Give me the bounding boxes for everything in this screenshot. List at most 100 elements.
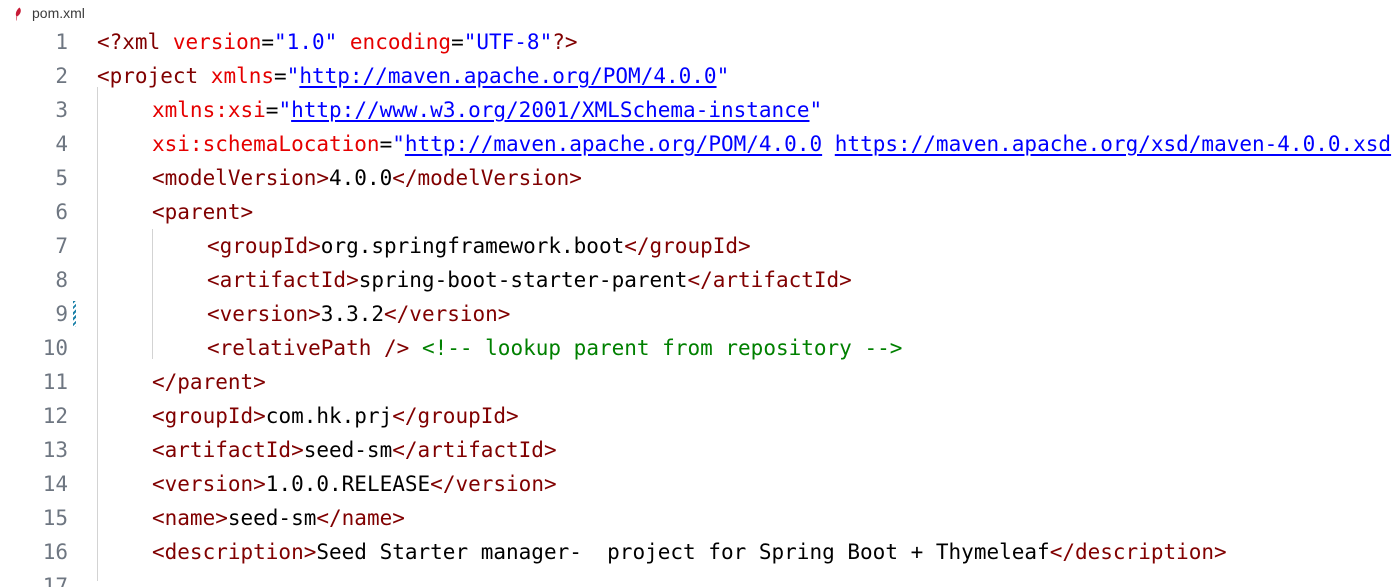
- url-link[interactable]: http://maven.apache.org/POM/4.0.0: [299, 64, 717, 88]
- line-number: 12: [42, 404, 68, 428]
- line-code: <modelVersion>4.0.0</modelVersion>: [97, 161, 582, 195]
- code-line[interactable]: 13 <artifactId>seed-sm</artifactId>: [0, 433, 1400, 467]
- line-code: xmlns:xsi="http://www.w3.org/2001/XMLSch…: [97, 93, 822, 127]
- code-line[interactable]: 3 xmlns:xsi="http://www.w3.org/2001/XMLSc…: [0, 93, 1400, 127]
- xml-attribute: encoding: [349, 30, 452, 54]
- text-content: com.hk.prj: [265, 404, 393, 428]
- xml-tag: <parent>: [152, 200, 254, 224]
- line-number: 3: [55, 98, 68, 122]
- text-content: [409, 336, 422, 360]
- xml-tag: <modelVersion>: [152, 166, 330, 190]
- xml-attribute: xmlns:xsi: [152, 98, 266, 122]
- line-number: 1: [55, 30, 68, 54]
- xml-tag: <version>: [207, 302, 321, 326]
- text-content: [337, 30, 350, 54]
- line-code: <project xmlns="http://maven.apache.org/…: [97, 59, 729, 93]
- text-content: 3.3.2: [320, 302, 385, 326]
- xml-tag: </parent>: [152, 370, 266, 394]
- xml-tag: <description>: [152, 540, 317, 564]
- xml-tag: <version>: [152, 472, 266, 496]
- attribute-value: "UTF-8": [463, 30, 553, 54]
- attribute-value: ": [392, 132, 405, 156]
- xml-tag: </description>: [1049, 540, 1227, 564]
- line-code: <artifactId>seed-sm</artifactId>: [97, 433, 557, 467]
- code-line[interactable]: 5 <modelVersion>4.0.0</modelVersion>: [0, 161, 1400, 195]
- code-line[interactable]: 4 xsi:schemaLocation="http://maven.apache…: [0, 127, 1400, 161]
- url-link[interactable]: http://www.w3.org/2001/XMLSchema-instanc…: [291, 98, 810, 122]
- line-code: <description>Seed Starter manager- proje…: [97, 535, 1227, 569]
- attribute-value: "1.0": [274, 30, 338, 54]
- xml-tag: </version>: [384, 302, 511, 326]
- xml-tag: </artifactId>: [687, 268, 852, 292]
- code-line[interactable]: 2<project xmlns="http://maven.apache.org…: [0, 59, 1400, 93]
- indent-guide: [152, 229, 153, 359]
- attribute-value: ": [716, 64, 730, 88]
- line-code: <name>seed-sm</name>: [97, 501, 405, 535]
- code-line[interactable]: 7 <groupId>org.springframework.boot</grou…: [0, 229, 1400, 263]
- xml-attribute: version: [172, 30, 262, 54]
- code-line[interactable]: 6 <parent>: [0, 195, 1400, 229]
- code-line[interactable]: 14<version>1.0.0.RELEASE</version>: [0, 467, 1400, 501]
- code-editor[interactable]: 1<?xml version="1.0" encoding="UTF-8"?>2…: [0, 25, 1400, 587]
- line-number: 16: [42, 540, 68, 564]
- line-code: <version>1.0.0.RELEASE</version>: [97, 467, 557, 501]
- attribute-value: ": [278, 98, 292, 122]
- xml-tag: <project: [97, 64, 211, 88]
- code-line[interactable]: 8 <artifactId>spring-boot-starter-parent<…: [0, 263, 1400, 297]
- code-line[interactable]: 15 <name>seed-sm</name>: [0, 501, 1400, 535]
- xml-tag: </groupId>: [624, 234, 751, 258]
- line-code: <parent>: [97, 195, 253, 229]
- line-number: 6: [55, 200, 68, 224]
- text-content: =: [265, 98, 279, 122]
- line-code: <version>3.3.2</version>: [97, 297, 510, 331]
- code-line[interactable]: 1<?xml version="1.0" encoding="UTF-8"?>: [0, 25, 1400, 59]
- xml-tag: </version>: [430, 472, 557, 496]
- xml-tag: <artifactId>: [207, 268, 359, 292]
- line-number: 2: [55, 64, 68, 88]
- url-link[interactable]: https://maven.apache.org/xsd/maven-4.0.0…: [834, 132, 1392, 156]
- code-line[interactable]: 17: [0, 569, 1400, 587]
- code-line[interactable]: 16 <description>Seed Starter manager- pro…: [0, 535, 1400, 569]
- code-line[interactable]: 11</parent>: [0, 365, 1400, 399]
- line-code: <groupId>com.hk.prj</groupId>: [97, 399, 519, 433]
- text-content: spring-boot-starter-parent: [358, 268, 688, 292]
- line-number: 17: [42, 574, 68, 587]
- line-number: 8: [55, 268, 68, 292]
- xml-attribute: xmlns: [210, 64, 275, 88]
- line-code: xsi:schemaLocation="http://maven.apache.…: [97, 127, 1391, 161]
- xml-tag: <groupId>: [207, 234, 321, 258]
- text-content: seed-sm: [227, 506, 317, 530]
- xml-tag: ?>: [552, 30, 578, 54]
- text-content: seed-sm: [303, 438, 393, 462]
- line-number: 13: [42, 438, 68, 462]
- xml-tag: </modelVersion>: [392, 166, 582, 190]
- text-content: =: [379, 132, 393, 156]
- line-number: 7: [55, 234, 68, 258]
- line-number: 9: [55, 302, 68, 326]
- code-line[interactable]: 9 <version>3.3.2</version>: [0, 297, 1400, 331]
- line-number: 15: [42, 506, 68, 530]
- line-number: 5: [55, 166, 68, 190]
- xml-comment: <!-- lookup parent from repository -->: [421, 336, 903, 360]
- xml-attribute: xsi:schemaLocation: [152, 132, 380, 156]
- code-line[interactable]: 10 <relativePath /> <!-- lookup parent fr…: [0, 331, 1400, 365]
- text-content: =: [261, 30, 275, 54]
- line-code: </parent>: [97, 365, 266, 399]
- line-code: <groupId>org.springframework.boot</group…: [97, 229, 751, 263]
- text-content: 1.0.0.RELEASE: [265, 472, 431, 496]
- indent-guide: [97, 87, 98, 581]
- xml-tag: </groupId>: [392, 404, 519, 428]
- text-content: org.springframework.boot: [320, 234, 625, 258]
- text-content: =: [274, 64, 287, 88]
- line-number: 4: [55, 132, 68, 156]
- tab-pom-xml[interactable]: pom.xml: [14, 3, 85, 23]
- attribute-value: ": [286, 64, 300, 88]
- modified-line-marker[interactable]: [73, 301, 76, 327]
- line-code: <?xml version="1.0" encoding="UTF-8"?>: [97, 25, 578, 59]
- xml-tag: <groupId>: [152, 404, 266, 428]
- code-line[interactable]: 12 <groupId>com.hk.prj</groupId>: [0, 399, 1400, 433]
- maven-feather-icon: [14, 6, 22, 21]
- url-link[interactable]: http://maven.apache.org/POM/4.0.0: [404, 132, 823, 156]
- line-number: 10: [42, 336, 68, 360]
- xml-tag: <relativePath />: [207, 336, 410, 360]
